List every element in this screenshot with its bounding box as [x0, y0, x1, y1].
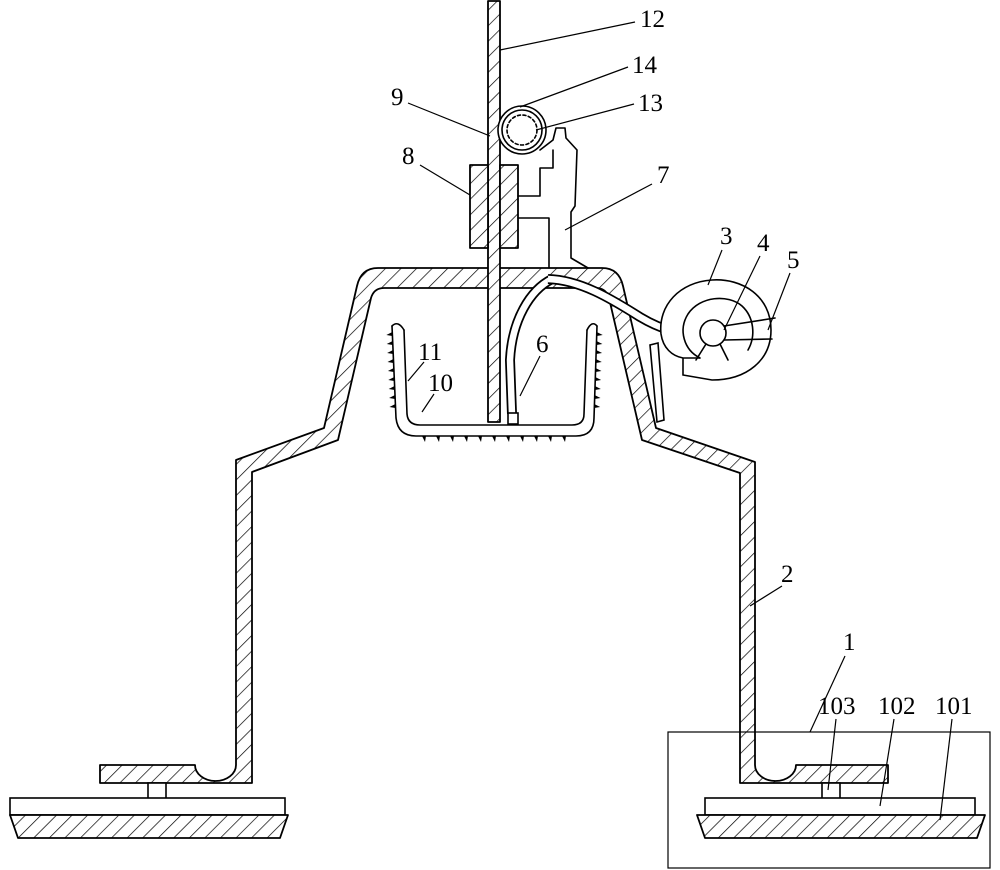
roller-outer — [497, 105, 547, 155]
nozzle-tick — [595, 359, 602, 363]
leader-line — [707, 249, 723, 286]
nozzle-tick — [450, 436, 454, 442]
nozzle-tick — [478, 436, 482, 442]
nozzle-tick — [422, 436, 426, 442]
nozzle-tick — [596, 350, 603, 354]
callout-label: 102 — [878, 693, 916, 720]
callout-label: 101 — [935, 693, 973, 720]
leader-line — [723, 255, 761, 331]
tray-rim-right — [586, 322, 598, 331]
pump-shaft — [723, 317, 776, 341]
nozzle-tick — [386, 332, 393, 336]
callout-label: 7 — [657, 162, 670, 189]
nozzle-tick — [386, 341, 393, 345]
callout-labels: 12 14 13 9 8 7 3 4 5 11 6 10 2 1 103 102… — [391, 6, 973, 720]
callout-label: 12 — [640, 6, 665, 33]
callout-label: 11 — [418, 339, 442, 366]
roller-rim — [501, 109, 543, 151]
pad-left — [9, 814, 289, 839]
pump-inner-spiral — [682, 297, 754, 359]
leader-line — [879, 718, 895, 807]
leader-line — [407, 102, 491, 137]
detail-box-outline — [667, 731, 991, 869]
nozzle-tick — [387, 350, 394, 354]
nozzle-tick — [464, 436, 468, 442]
leader-line — [519, 355, 541, 397]
nozzle-tick — [594, 404, 601, 408]
leader-line — [407, 361, 425, 382]
bracket-arm-lower — [517, 217, 550, 269]
sleeve-block-right — [499, 164, 519, 249]
callout-label: 4 — [757, 230, 770, 257]
tray-rim-left — [391, 322, 405, 331]
nozzle-tick — [388, 386, 395, 390]
callout-label: 5 — [787, 247, 800, 274]
base-plate-right — [704, 797, 976, 816]
pad-right — [696, 814, 986, 839]
nozzle-row — [386, 332, 603, 442]
nozzle-tick — [596, 332, 603, 336]
leader-line — [939, 718, 953, 821]
nozzle-tick — [595, 368, 602, 372]
leader-line — [419, 164, 471, 196]
nozzle-tick — [548, 436, 552, 442]
leader-line — [767, 272, 791, 331]
leader-lines — [407, 21, 953, 821]
nozzle-tick — [506, 436, 510, 442]
leader-line — [535, 103, 635, 131]
leader-line — [421, 393, 435, 413]
nozzle-tick — [387, 368, 394, 372]
spray-nozzle — [507, 412, 519, 425]
bracket-arm-upper — [517, 149, 554, 197]
nozzle-tick — [594, 395, 601, 399]
leader-line — [499, 21, 636, 51]
nozzle-tick — [388, 377, 395, 381]
callout-label: 10 — [428, 370, 453, 397]
nozzle-tick — [596, 341, 603, 345]
tray-inner — [403, 329, 588, 426]
leader-line — [519, 66, 629, 108]
callout-label: 6 — [536, 331, 549, 358]
callout-label: 103 — [818, 693, 856, 720]
pump-strut — [649, 341, 665, 424]
base-plate-left — [9, 797, 286, 816]
leader-line — [827, 718, 837, 791]
callout-label: 1 — [843, 629, 856, 656]
nozzle-tick — [595, 377, 602, 381]
nozzle-tick — [492, 436, 496, 442]
callout-label: 13 — [638, 90, 663, 117]
leader-line — [749, 585, 783, 607]
leader-line — [809, 655, 846, 733]
hose-to-nozzle — [504, 274, 555, 415]
nozzle-tick — [534, 436, 538, 442]
nozzle-tick — [520, 436, 524, 442]
nozzle-tick — [389, 404, 396, 408]
sleeve-block-left — [469, 164, 489, 249]
nozzle-tick — [436, 436, 440, 442]
leader-line — [564, 183, 653, 231]
vertical-rod — [487, 0, 501, 423]
impeller-hub — [699, 319, 727, 347]
nozzle-tick — [387, 359, 394, 363]
callout-label: 3 — [720, 223, 733, 250]
nozzle-tick — [389, 395, 396, 399]
callout-label: 8 — [402, 143, 415, 170]
impeller-vanes — [695, 343, 729, 361]
callout-label: 2 — [781, 561, 794, 588]
bracket-outline — [539, 127, 589, 269]
nozzle-tick — [594, 386, 601, 390]
nozzle-tick — [562, 436, 566, 442]
callout-label: 9 — [391, 84, 404, 111]
callout-label: 14 — [632, 52, 658, 79]
